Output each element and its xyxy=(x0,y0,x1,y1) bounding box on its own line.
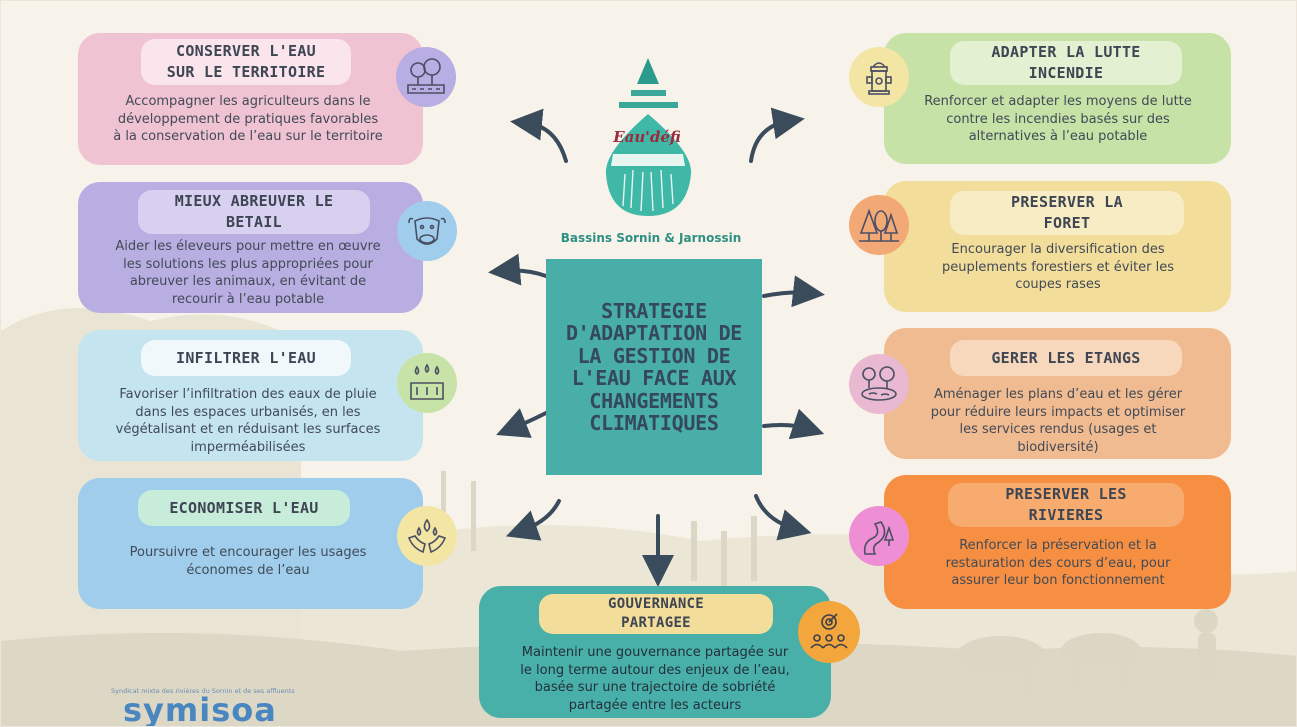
pond-icon xyxy=(849,354,909,414)
basin-label: Bassins Sornin & Jarnossin xyxy=(560,231,742,245)
center-title: STRATEGIE D'ADAPTATION DE LA GESTION DE … xyxy=(565,298,743,435)
cow-icon xyxy=(397,201,457,261)
card-title: PRESERVER LA FORET xyxy=(950,191,1184,235)
people-target-icon xyxy=(798,601,860,663)
card-title: PRESERVER LES RIVIERES xyxy=(948,483,1184,527)
card-title: ADAPTER LA LUTTE INCENDIE xyxy=(950,41,1182,85)
center-strategy-box: STRATEGIE D'ADAPTATION DE LA GESTION DE … xyxy=(546,259,762,475)
card-text: Maintenir une gouvernance partagée sur l… xyxy=(520,645,790,713)
card-text: Aider les éleveurs pour mettre en œuvre … xyxy=(115,239,381,307)
card-preserver-foret: PRESERVER LA FORET Encourager la diversi… xyxy=(884,181,1231,312)
card-text: Poursuivre et encourager les usages écon… xyxy=(129,545,367,578)
card-abreuver-betail: MIEUX ABREUVER LE BETAIL Aider les éleve… xyxy=(78,182,423,313)
card-text: Renforcer et adapter les moyens de lutte… xyxy=(924,94,1192,144)
card-economiser-eau: ECONOMISER L'EAU Poursuivre et encourage… xyxy=(78,478,423,609)
trees-field-icon xyxy=(396,47,456,107)
org-subtitle: Syndicat mixte des rivières du Sornin et… xyxy=(111,687,295,695)
org-logo-name: symisoa xyxy=(123,691,277,727)
card-preserver-rivieres: PRESERVER LES RIVIERES Renforcer la prés… xyxy=(884,475,1231,609)
card-title: CONSERVER L'EAU SUR LE TERRITOIRE xyxy=(141,39,351,85)
card-text: Accompagner les agriculteurs dans le dév… xyxy=(113,94,383,144)
card-title: MIEUX ABREUVER LE BETAIL xyxy=(138,190,370,234)
card-title: INFILTRER L'EAU xyxy=(141,340,351,376)
card-adapter-lutte-incendie: ADAPTER LA LUTTE INCENDIE Renforcer et a… xyxy=(884,33,1231,164)
card-text: Favoriser l’infiltration des eaux de plu… xyxy=(115,387,381,455)
card-text: Renforcer la préservation et la restaura… xyxy=(945,538,1171,588)
rain-infiltration-icon xyxy=(397,353,457,413)
card-title: GOUVERNANCE PARTAGEE xyxy=(539,594,773,634)
card-text: Encourager la diversification des peuple… xyxy=(941,242,1175,292)
card-title: ECONOMISER L'EAU xyxy=(138,490,350,526)
river-icon xyxy=(849,506,909,566)
eau-defi-drop-logo xyxy=(605,58,692,216)
card-gouvernance-partagee: GOUVERNANCE PARTAGEE Maintenir une gouve… xyxy=(479,586,831,718)
card-infiltrer-eau: INFILTRER L'EAU Favoriser l’infiltration… xyxy=(78,330,423,461)
hands-drops-icon xyxy=(397,506,457,566)
card-conserver-eau: CONSERVER L'EAU SUR LE TERRITOIRE Accomp… xyxy=(78,33,423,165)
fire-hydrant-icon xyxy=(849,47,909,107)
card-title: GERER LES ETANGS xyxy=(950,340,1182,376)
logo-name: Eau'défi xyxy=(613,128,681,146)
forest-icon xyxy=(849,195,909,255)
card-text: Aménager les plans d’eau et les gérer po… xyxy=(930,387,1186,455)
card-gerer-etangs: GERER LES ETANGS Aménager les plans d’ea… xyxy=(884,328,1231,459)
